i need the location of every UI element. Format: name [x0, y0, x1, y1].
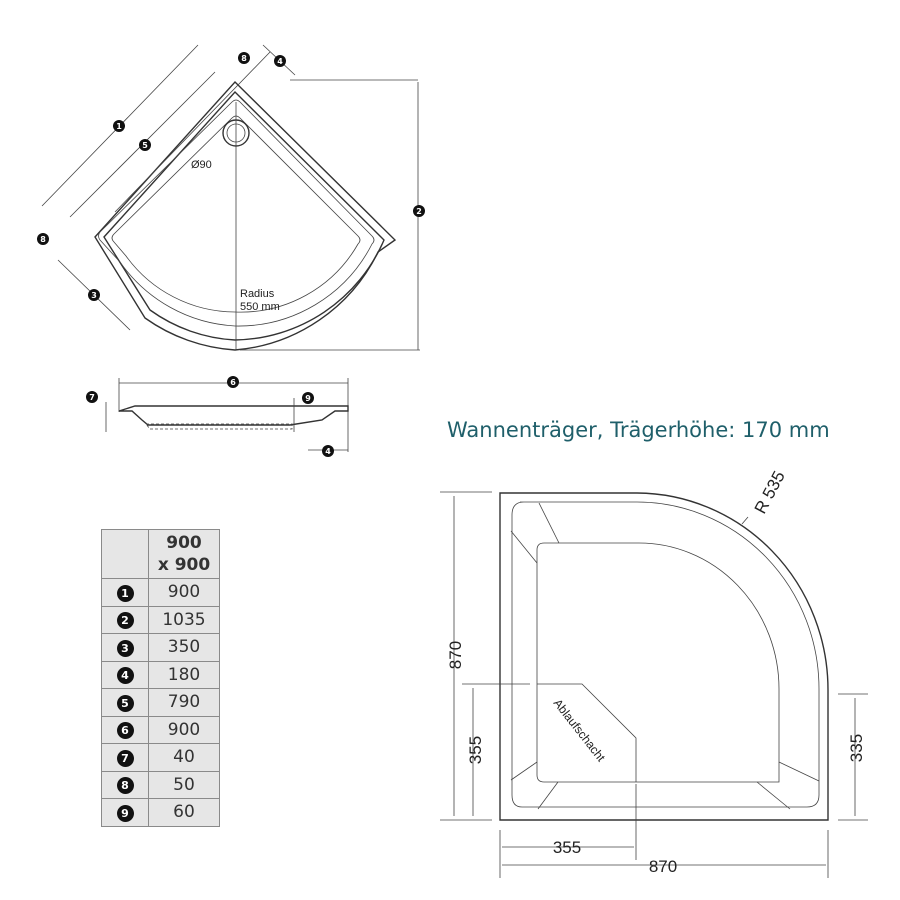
svg-text:7: 7	[89, 393, 95, 402]
svg-text:2: 2	[416, 207, 422, 216]
row-number-badge: 9	[116, 804, 134, 822]
callouts: 1 2 3 4 5 6 7 8 8 9 4	[37, 52, 425, 457]
row-number-badge: 7	[116, 749, 134, 767]
svg-text:6: 6	[230, 378, 236, 387]
row-number-badge: 5	[116, 694, 134, 712]
row-number-badge: 2	[116, 612, 134, 630]
svg-text:8: 8	[241, 54, 247, 63]
table-row: 2 1035	[101, 605, 220, 634]
radius-value: 550 mm	[240, 301, 280, 313]
callout-1: 1	[113, 120, 125, 132]
header-line-1: 900	[166, 533, 202, 553]
row-number-badge: 3	[116, 639, 134, 657]
table-row: 5 790	[101, 688, 220, 717]
callout-8b: 8	[37, 233, 49, 245]
svg-text:4: 4	[325, 447, 331, 456]
dim-drain-left-label: 355	[466, 736, 485, 764]
row-number-badge: 4	[116, 667, 134, 685]
callout-4b: 4	[322, 445, 334, 457]
support-frame-title: Wannenträger, Trägerhöhe: 170 mm	[447, 418, 830, 442]
row-value: 40	[148, 743, 220, 772]
callout-4: 4	[274, 55, 286, 67]
tray-side-view	[105, 378, 349, 452]
row-value: 790	[148, 688, 220, 717]
svg-text:3: 3	[91, 291, 97, 300]
tray-top-view: Ø90 Radius 550 mm	[41, 44, 420, 351]
table-row: 7 40	[101, 743, 220, 772]
dim-drain-bottom-label: 355	[553, 838, 581, 857]
table-row: 4 180	[101, 660, 220, 689]
callout-3: 3	[88, 289, 100, 301]
row-number-badge: 1	[116, 584, 134, 602]
row-value: 50	[148, 770, 220, 799]
svg-text:9: 9	[305, 394, 311, 403]
support-frame-drawing: R 535 Ablaufschacht 870 355 335 355 870	[440, 468, 868, 878]
callout-5: 5	[139, 139, 151, 151]
radius-label: Radius	[240, 288, 275, 300]
table-row: 6 900	[101, 715, 220, 744]
callout-6: 6	[227, 376, 239, 388]
table-row: 8 50	[101, 770, 220, 799]
row-value: 900	[148, 715, 220, 744]
svg-text:4: 4	[277, 57, 283, 66]
table-row: 9 60	[101, 798, 220, 827]
table-row: 3 350	[101, 633, 220, 662]
callout-2: 2	[413, 205, 425, 217]
svg-text:1: 1	[116, 122, 122, 131]
svg-text:8: 8	[40, 235, 46, 244]
row-number-badge: 8	[116, 777, 134, 795]
header-line-2: x 900	[157, 555, 211, 575]
row-value: 180	[148, 660, 220, 689]
dim-right-label: 335	[847, 734, 866, 762]
callout-8: 8	[238, 52, 250, 64]
dim-width-label: 870	[649, 857, 677, 876]
callout-7: 7	[86, 391, 98, 403]
radius-label: R 535	[751, 468, 789, 517]
row-value: 60	[148, 798, 220, 827]
callout-9: 9	[302, 392, 314, 404]
row-value: 1035	[148, 605, 220, 634]
drain-diameter-label: Ø90	[191, 159, 212, 171]
row-number-badge: 6	[116, 722, 134, 740]
row-value: 350	[148, 633, 220, 662]
dim-height-label: 870	[446, 641, 465, 669]
row-value: 900	[148, 578, 220, 607]
drain-shaft-label: Ablaufschacht	[551, 696, 609, 765]
svg-text:5: 5	[142, 141, 148, 150]
